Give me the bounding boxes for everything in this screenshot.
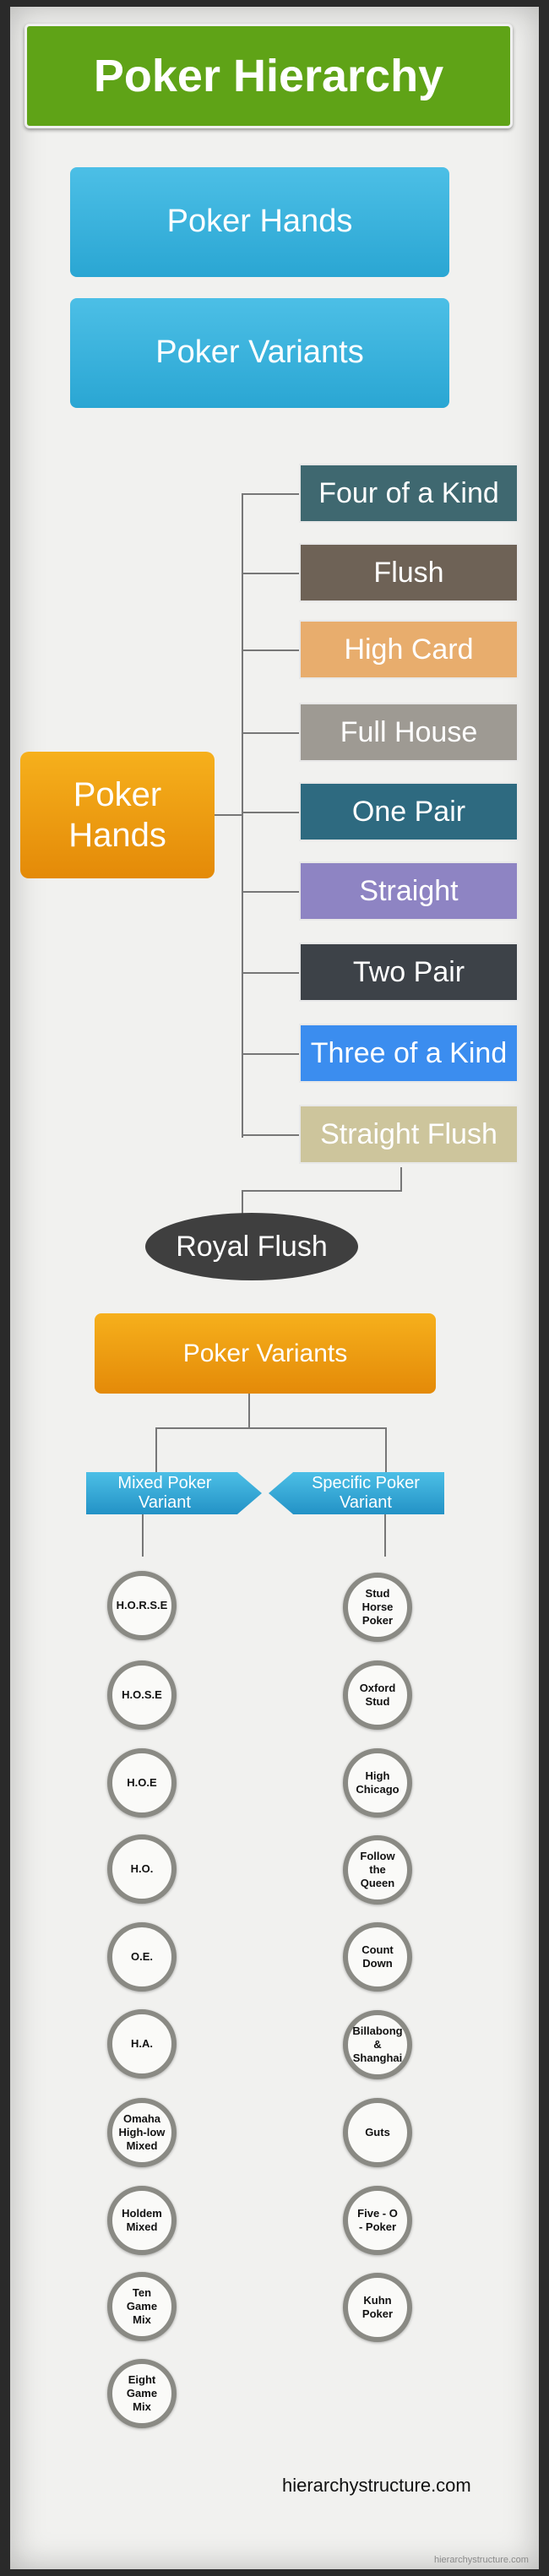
specific-variant-circle: Five - O - Poker [343,2186,412,2255]
mixed-variant-circle: H.O.R.S.E [107,1571,177,1640]
straight-flush-drop-line [400,1167,402,1191]
mixed-chain-line [142,1514,144,1557]
poker-hands-hub: Poker Hands [20,752,215,878]
hand-high-card: High Card [299,620,519,679]
variants-split-line [155,1427,387,1429]
specific-chain-line [384,1514,386,1557]
mixed-variant-circle: Eight Game Mix [107,2359,177,2428]
hand-branch-line [242,493,299,495]
poker-variants-button[interactable]: Poker Variants [70,298,449,408]
watermark: hierarchystructure.com [434,2555,529,2565]
hands-trunk-line [242,494,243,1138]
specific-poker-variant-label: Specific Poker Variant [269,1472,444,1514]
mixed-poker-variant-label: Mixed Poker Variant [86,1472,262,1514]
hand-straight-flush: Straight Flush [299,1105,519,1164]
hand-branch-line [242,1134,299,1136]
mixed-variant-circle: O.E. [107,1922,177,1992]
hand-branch-line [242,573,299,574]
hand-branch-line [242,1053,299,1055]
royal-flush-node: Royal Flush [145,1213,358,1280]
hand-three-of-a-kind: Three of a Kind [299,1024,519,1083]
hand-branch-line [242,649,299,651]
specific-variant-circle: Guts [343,2098,412,2167]
royal-drop-line [242,1190,243,1214]
specific-drop-line [385,1427,387,1472]
specific-variant-circle: Oxford Stud [343,1660,412,1730]
hand-full-house: Full House [299,703,519,762]
specific-variant-circle: Follow the Queen [343,1835,412,1905]
hand-four-of-a-kind: Four of a Kind [299,464,519,523]
royal-link-line [242,1190,402,1192]
hand-straight: Straight [299,861,519,921]
mixed-variant-circle: Holdem Mixed [107,2186,177,2255]
poker-variants-node: Poker Variants [95,1313,436,1394]
variants-drop-line [248,1394,250,1427]
mixed-drop-line [155,1427,157,1472]
poker-hands-button[interactable]: Poker Hands [70,167,449,277]
mixed-variant-circle: H.O.E [107,1748,177,1818]
specific-variant-circle: Kuhn Poker [343,2273,412,2342]
site-credit: hierarchystructure.com [282,2475,471,2496]
hand-branch-line [242,812,299,813]
specific-variant-circle: Count Down [343,1922,412,1992]
hand-branch-line [242,732,299,734]
page-title: Poker Hierarchy [24,24,513,128]
specific-variant-circle: Stud Horse Poker [343,1573,412,1642]
hand-branch-line [242,972,299,974]
mixed-variant-circle: H.O. [107,1834,177,1904]
mixed-variant-circle: H.A. [107,2009,177,2079]
hand-branch-line [242,891,299,893]
paper-background [10,7,539,2569]
mixed-variant-circle: Omaha High-low Mixed [107,2098,177,2167]
specific-variant-circle: Billabong & Shanghai [343,2010,412,2079]
hand-flush: Flush [299,543,519,602]
hand-one-pair: One Pair [299,782,519,841]
hub-connector-line [215,814,242,816]
hand-two-pair: Two Pair [299,943,519,1002]
mixed-variant-circle: H.O.S.E [107,1660,177,1730]
specific-variant-circle: High Chicago [343,1748,412,1818]
mixed-variant-circle: Ten Game Mix [107,2272,177,2341]
